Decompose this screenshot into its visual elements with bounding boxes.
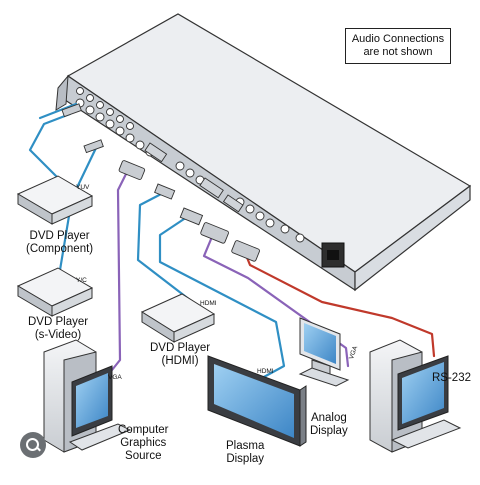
dvd-player-hdmi (140, 293, 216, 343)
computer-line-2: Graphics (120, 437, 167, 449)
dvd-component-label: DVD Player (Component) (26, 230, 93, 256)
analog-display (298, 317, 350, 387)
plasma-label: Plasma Display (226, 440, 264, 466)
dvd-svideo-line-1: DVD Player (28, 316, 89, 328)
dvd-svideo-label: DVD Player (s-Video) (28, 316, 88, 342)
vga-input-cable (102, 168, 130, 382)
computer-line-1: Computer (118, 424, 169, 436)
yuv-tag: YUV (76, 184, 90, 191)
rs232-cable (242, 248, 436, 358)
hdmi-input-tag: HDMI (200, 300, 217, 307)
plasma-line-1: Plasma (226, 440, 265, 452)
plasma-line-2: Display (226, 453, 265, 465)
dvd-component-line-1: DVD Player (29, 230, 90, 242)
dvd-player-svideo (16, 267, 94, 317)
rs232-label: RS-232 (432, 372, 471, 384)
dvd-hdmi-label: DVD Player (HDMI) (150, 342, 210, 368)
vga-output-cable (202, 230, 350, 368)
dvd-hdmi-line-2: (HDMI) (161, 355, 199, 367)
analog-line-1: Analog (310, 412, 347, 424)
computer-line-3: Source (125, 450, 162, 462)
computer-label: Computer Graphics Source (118, 424, 169, 463)
yc-tag: Y/C (76, 277, 87, 284)
cable-plugs (61, 103, 260, 262)
note-line-2: are not shown (363, 46, 433, 58)
hdmi-output-tag: HDMI (257, 368, 274, 375)
dvd-component-line-2: (Component) (26, 243, 94, 255)
analog-line-2: Display (310, 425, 348, 437)
switcher-unit (55, 13, 472, 292)
note-line-1: Audio Connections (351, 33, 445, 45)
cables (28, 102, 436, 382)
dvd-player-component (16, 175, 94, 225)
vga-input-tag: VGA (108, 374, 122, 381)
dvd-svideo-line-2: (s-Video) (34, 329, 82, 341)
analog-label: Analog Display (310, 412, 348, 438)
hdmi-input-cable (136, 190, 192, 302)
dvd-hdmi-line-1: DVD Player (150, 342, 211, 354)
lens-search-icon[interactable] (20, 432, 46, 458)
plasma-display (207, 355, 307, 447)
note-box: Audio Connections are not shown (345, 28, 451, 64)
component-cable (28, 112, 72, 180)
control-pc (369, 339, 462, 453)
hdmi-output-cable (158, 213, 286, 380)
